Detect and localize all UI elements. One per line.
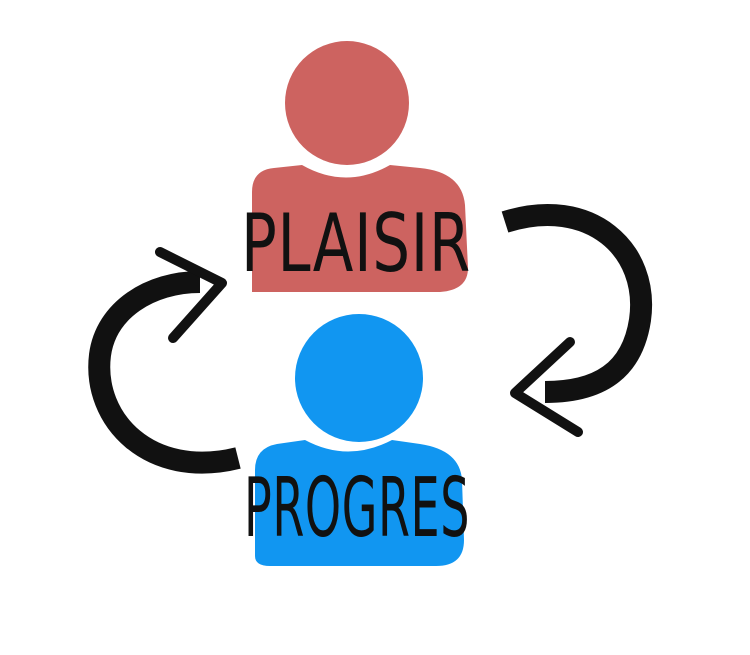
progres-person-body: [255, 440, 464, 566]
plaisir-label: PLAISIR: [241, 197, 471, 290]
right-arrow-arc: [501, 204, 653, 403]
progres-label: PROGRES: [244, 461, 470, 556]
left-arrow-arc: [88, 271, 241, 474]
plaisir-person-head: [285, 41, 409, 165]
curved-arrow-icon: [88, 247, 241, 474]
progres-person-icon: [255, 314, 464, 566]
plaisir-person-body: [252, 165, 468, 292]
progres-person-head: [295, 314, 423, 442]
right-arrow-head: [510, 337, 583, 437]
left-arrow-head: [155, 247, 227, 343]
curved-arrow-icon: [501, 204, 653, 437]
plaisir-person-icon: [252, 41, 468, 292]
